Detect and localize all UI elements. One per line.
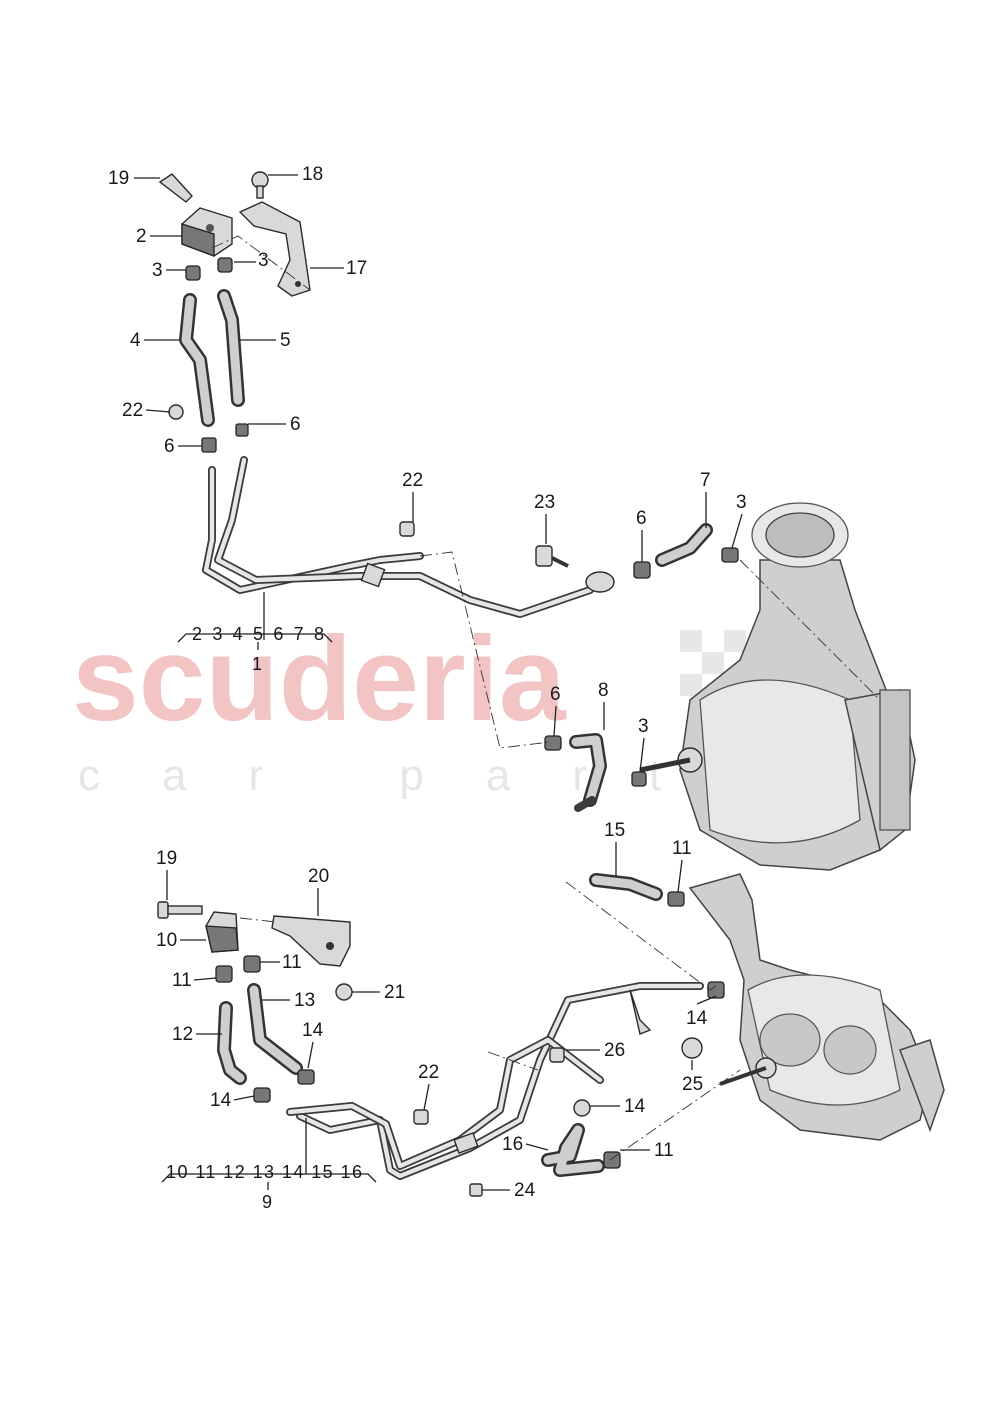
- callout-11a: 11: [172, 970, 192, 991]
- hose-5: [217, 289, 245, 407]
- callout-3d: 3: [638, 716, 649, 737]
- callout-2: 2: [136, 226, 147, 247]
- catalytic-converter-lower: [688, 873, 945, 1141]
- dash-route-1: [419, 551, 551, 749]
- callout-22a: 22: [122, 400, 143, 421]
- bolt-23: [535, 545, 569, 568]
- callout-19-lower: 19: [156, 848, 177, 869]
- hose-13: [247, 983, 303, 1075]
- pipe-assembly-9: [286, 982, 704, 1180]
- callout-11c: 11: [672, 838, 692, 859]
- group-9-number: 9: [262, 1192, 272, 1212]
- callout-6c: 6: [636, 508, 647, 529]
- screw: [251, 171, 269, 199]
- callout-25: 25: [682, 1074, 703, 1095]
- bolt: [158, 173, 193, 203]
- callout-10: 10: [156, 930, 177, 951]
- group-9-members: 10 11 12 13 14 15 16: [166, 1162, 362, 1182]
- callout-3c: 3: [736, 492, 747, 513]
- bracket-20: [271, 915, 351, 967]
- pressure-sensor-lower: [205, 911, 239, 953]
- callout-17: 17: [346, 258, 367, 279]
- lower-callouts: 19 20 10 11 11 21 12 13 14 14 22 26 15: [156, 820, 717, 1201]
- bolt-19-lower: [157, 901, 203, 919]
- callout-12: 12: [172, 1024, 193, 1045]
- upper-callouts: 19 18 2 3 3 17 4 5 22 6 6 22 23: [108, 164, 747, 773]
- callout-6a: 6: [290, 414, 301, 435]
- hose-7: [655, 523, 713, 567]
- hose-15: [589, 873, 663, 901]
- hose-16: [541, 1123, 605, 1177]
- upper-assembly: 19 18 2 3 3 17 4 5 22 6 6 22 23: [108, 164, 916, 871]
- dash-route-5: [609, 1069, 741, 1161]
- callout-14b: 14: [210, 1090, 232, 1111]
- callout-6b: 6: [164, 436, 175, 457]
- hose-12: [217, 1001, 247, 1085]
- dash-route-2: [211, 235, 311, 291]
- callout-24: 24: [514, 1180, 536, 1201]
- hose-8: [569, 733, 607, 812]
- group-9-bracket: 10 11 12 13 14 15 16 9: [161, 1118, 377, 1212]
- callout-11d: 11: [654, 1140, 674, 1161]
- lower-assembly: 19 20 10 11 11 21 12 13 14 14 22 26 15: [156, 820, 945, 1212]
- group-1-members: 2 3 4 5 6 7 8: [192, 624, 324, 644]
- callout-22-lower: 22: [418, 1062, 439, 1083]
- pipe-assembly-1: [202, 456, 615, 618]
- clamps-lower-right: [469, 891, 725, 1197]
- callout-13: 13: [294, 990, 315, 1011]
- dash-route-3: [739, 559, 881, 701]
- callout-7: 7: [700, 470, 711, 491]
- catalytic-converter-upper: [639, 502, 916, 871]
- dash-route-4: [565, 881, 717, 991]
- callout-14c: 14: [686, 1008, 708, 1029]
- callout-26: 26: [604, 1040, 625, 1061]
- callout-3b: 3: [258, 250, 269, 271]
- dash-route-6: [239, 917, 277, 923]
- callout-18: 18: [302, 164, 323, 185]
- clamps-lower-left: [215, 955, 429, 1125]
- callout-4: 4: [130, 330, 141, 351]
- callout-23: 23: [534, 492, 555, 513]
- callout-16: 16: [502, 1134, 523, 1155]
- callout-14a: 14: [302, 1020, 324, 1041]
- group-1-bracket: 2 3 4 5 6 7 8 1: [177, 592, 333, 674]
- dash-route-7: [487, 1051, 539, 1071]
- callout-21: 21: [384, 982, 405, 1003]
- group-1-number: 1: [252, 654, 262, 674]
- callout-14d: 14: [624, 1096, 646, 1117]
- callout-19: 19: [108, 168, 129, 189]
- pressure-sensor: [181, 207, 233, 257]
- callout-6d: 6: [550, 684, 561, 705]
- callout-20: 20: [308, 866, 329, 887]
- callout-15: 15: [604, 820, 625, 841]
- callout-11b: 11: [282, 952, 302, 973]
- bolt-21: [335, 983, 353, 1001]
- callout-22b: 22: [402, 470, 423, 491]
- callout-3a: 3: [152, 260, 163, 281]
- hose-4: [179, 293, 215, 427]
- callout-5: 5: [280, 330, 291, 351]
- callout-8: 8: [598, 680, 609, 701]
- clamps-upper: [168, 257, 249, 453]
- clamps-right-upper: [399, 521, 739, 787]
